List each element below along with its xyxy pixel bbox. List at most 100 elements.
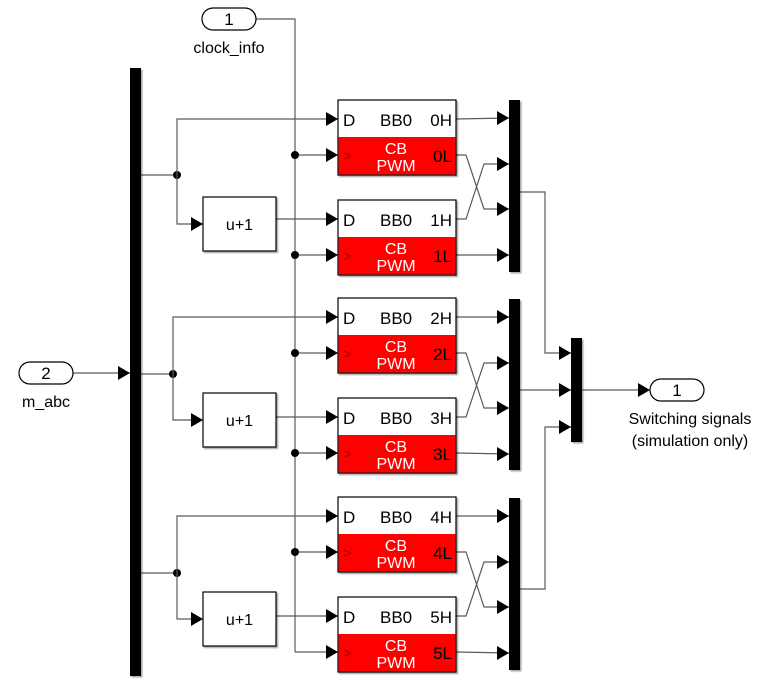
arrowhead-icon <box>497 111 509 125</box>
arrowhead-icon <box>326 446 338 460</box>
pwm-port-d-label: D <box>343 409 355 428</box>
pwm-port-d-label: D <box>343 211 355 230</box>
inport-clock-info[interactable]: 1 <box>201 7 257 31</box>
pwm-port-high-label: 4H <box>430 508 452 527</box>
inport-m-abc-shape[interactable] <box>18 361 74 385</box>
mux-bar-group-3[interactable] <box>509 498 520 670</box>
arrowhead-icon <box>559 383 571 397</box>
arrowhead-icon <box>326 346 338 360</box>
signal-line[interactable] <box>172 316 338 374</box>
gain-block-u-plus-1[interactable]: u+1 <box>202 196 277 252</box>
arrowhead-icon <box>559 346 571 360</box>
demux-bar[interactable] <box>130 68 141 676</box>
pwm-block-line1: CB <box>385 638 407 655</box>
arrowhead-icon <box>497 447 509 461</box>
pwm-port-d-label: D <box>343 111 355 130</box>
junction-dot <box>291 548 299 556</box>
pwm-block-red-area <box>338 237 456 275</box>
arrowhead-icon <box>497 202 509 216</box>
inport-clock-info-shape[interactable] <box>201 7 257 31</box>
pwm-port-high-label: 0H <box>430 111 452 130</box>
arrowhead-icon <box>497 310 509 324</box>
mux-bar-group-1[interactable] <box>509 100 520 272</box>
gain-block-body[interactable] <box>202 196 277 252</box>
pwm-block-line2: PWM <box>376 158 415 175</box>
signal-line[interactable] <box>256 18 296 652</box>
inport-clock-info-number: 1 <box>224 10 233 29</box>
signal-line[interactable] <box>520 191 571 354</box>
signal-line[interactable] <box>456 163 509 220</box>
outport-label-line2: (simulation only) <box>632 433 748 450</box>
arrowhead-icon <box>326 112 338 126</box>
pwm-block-red-area <box>338 435 456 473</box>
outport-switching-signals-shape[interactable] <box>649 378 705 402</box>
outport-switching-signals[interactable]: 1 <box>649 378 705 402</box>
gain-block-body[interactable] <box>202 392 277 448</box>
inport-m-abc[interactable]: 2 <box>18 361 74 385</box>
arrowhead-icon <box>191 217 203 231</box>
outport-label-line1: Switching signals <box>629 411 752 428</box>
pwm-port-low-label: 2L <box>433 345 452 364</box>
pwm-port-low-label: 1L <box>433 247 452 266</box>
pwm-block-line1: CB <box>385 339 407 356</box>
pwm-port-clock-label: > <box>343 346 352 363</box>
signal-line[interactable] <box>176 515 338 573</box>
junction-dot <box>291 349 299 357</box>
junction-dot <box>291 151 299 159</box>
pwm-port-d-label: D <box>343 309 355 328</box>
pwm-block-red-area <box>338 534 456 572</box>
signal-line[interactable] <box>172 374 203 421</box>
mux-bar-final[interactable] <box>571 338 582 442</box>
arrowhead-icon <box>326 212 338 226</box>
signal-line[interactable] <box>176 118 338 175</box>
signal-line[interactable] <box>176 175 203 225</box>
arrowhead-icon <box>326 509 338 523</box>
arrowhead-icon <box>326 545 338 559</box>
gain-block-label: u+1 <box>226 217 253 234</box>
pwm-port-high-label: 5H <box>430 608 452 627</box>
gain-block-body[interactable] <box>202 591 277 647</box>
mux-bar-group-2[interactable] <box>509 299 520 470</box>
pwm-block-line2: PWM <box>376 655 415 672</box>
pwm-block-red-area <box>338 335 456 373</box>
signal-line[interactable] <box>456 352 509 409</box>
arrowhead-icon <box>497 555 509 569</box>
junction-dot <box>291 449 299 457</box>
signal-line[interactable] <box>456 362 509 418</box>
pwm-block-line2: PWM <box>376 555 415 572</box>
pwm-block-name: BB0 <box>380 111 412 130</box>
arrowhead-icon <box>191 612 203 626</box>
signal-line[interactable] <box>456 551 509 608</box>
pwm-block-name: BB0 <box>380 211 412 230</box>
arrowhead-icon <box>326 645 338 659</box>
pwm-block-line1: CB <box>385 141 407 158</box>
arrowhead-icon <box>326 148 338 162</box>
arrowhead-icon <box>497 401 509 415</box>
arrowhead-icon <box>326 609 338 623</box>
pwm-block-name: BB0 <box>380 309 412 328</box>
signal-line[interactable] <box>520 426 571 590</box>
gain-block-u-plus-1[interactable]: u+1 <box>202 591 277 647</box>
pwm-block-line2: PWM <box>376 456 415 473</box>
pwm-port-clock-label: > <box>343 545 352 562</box>
arrowhead-icon <box>497 157 509 171</box>
pwm-block-line2: PWM <box>376 356 415 373</box>
pwm-block-red-area <box>338 137 456 175</box>
signal-line[interactable] <box>456 154 509 210</box>
arrowhead-icon <box>497 646 509 660</box>
pwm-port-low-label: 0L <box>433 147 452 166</box>
gain-block-u-plus-1[interactable]: u+1 <box>202 392 277 448</box>
arrowhead-icon <box>497 356 509 370</box>
pwm-block-line2: PWM <box>376 258 415 275</box>
pwm-port-d-label: D <box>343 608 355 627</box>
signal-line[interactable] <box>176 573 203 620</box>
signal-line[interactable] <box>456 561 509 617</box>
pwm-port-high-label: 2H <box>430 309 452 328</box>
